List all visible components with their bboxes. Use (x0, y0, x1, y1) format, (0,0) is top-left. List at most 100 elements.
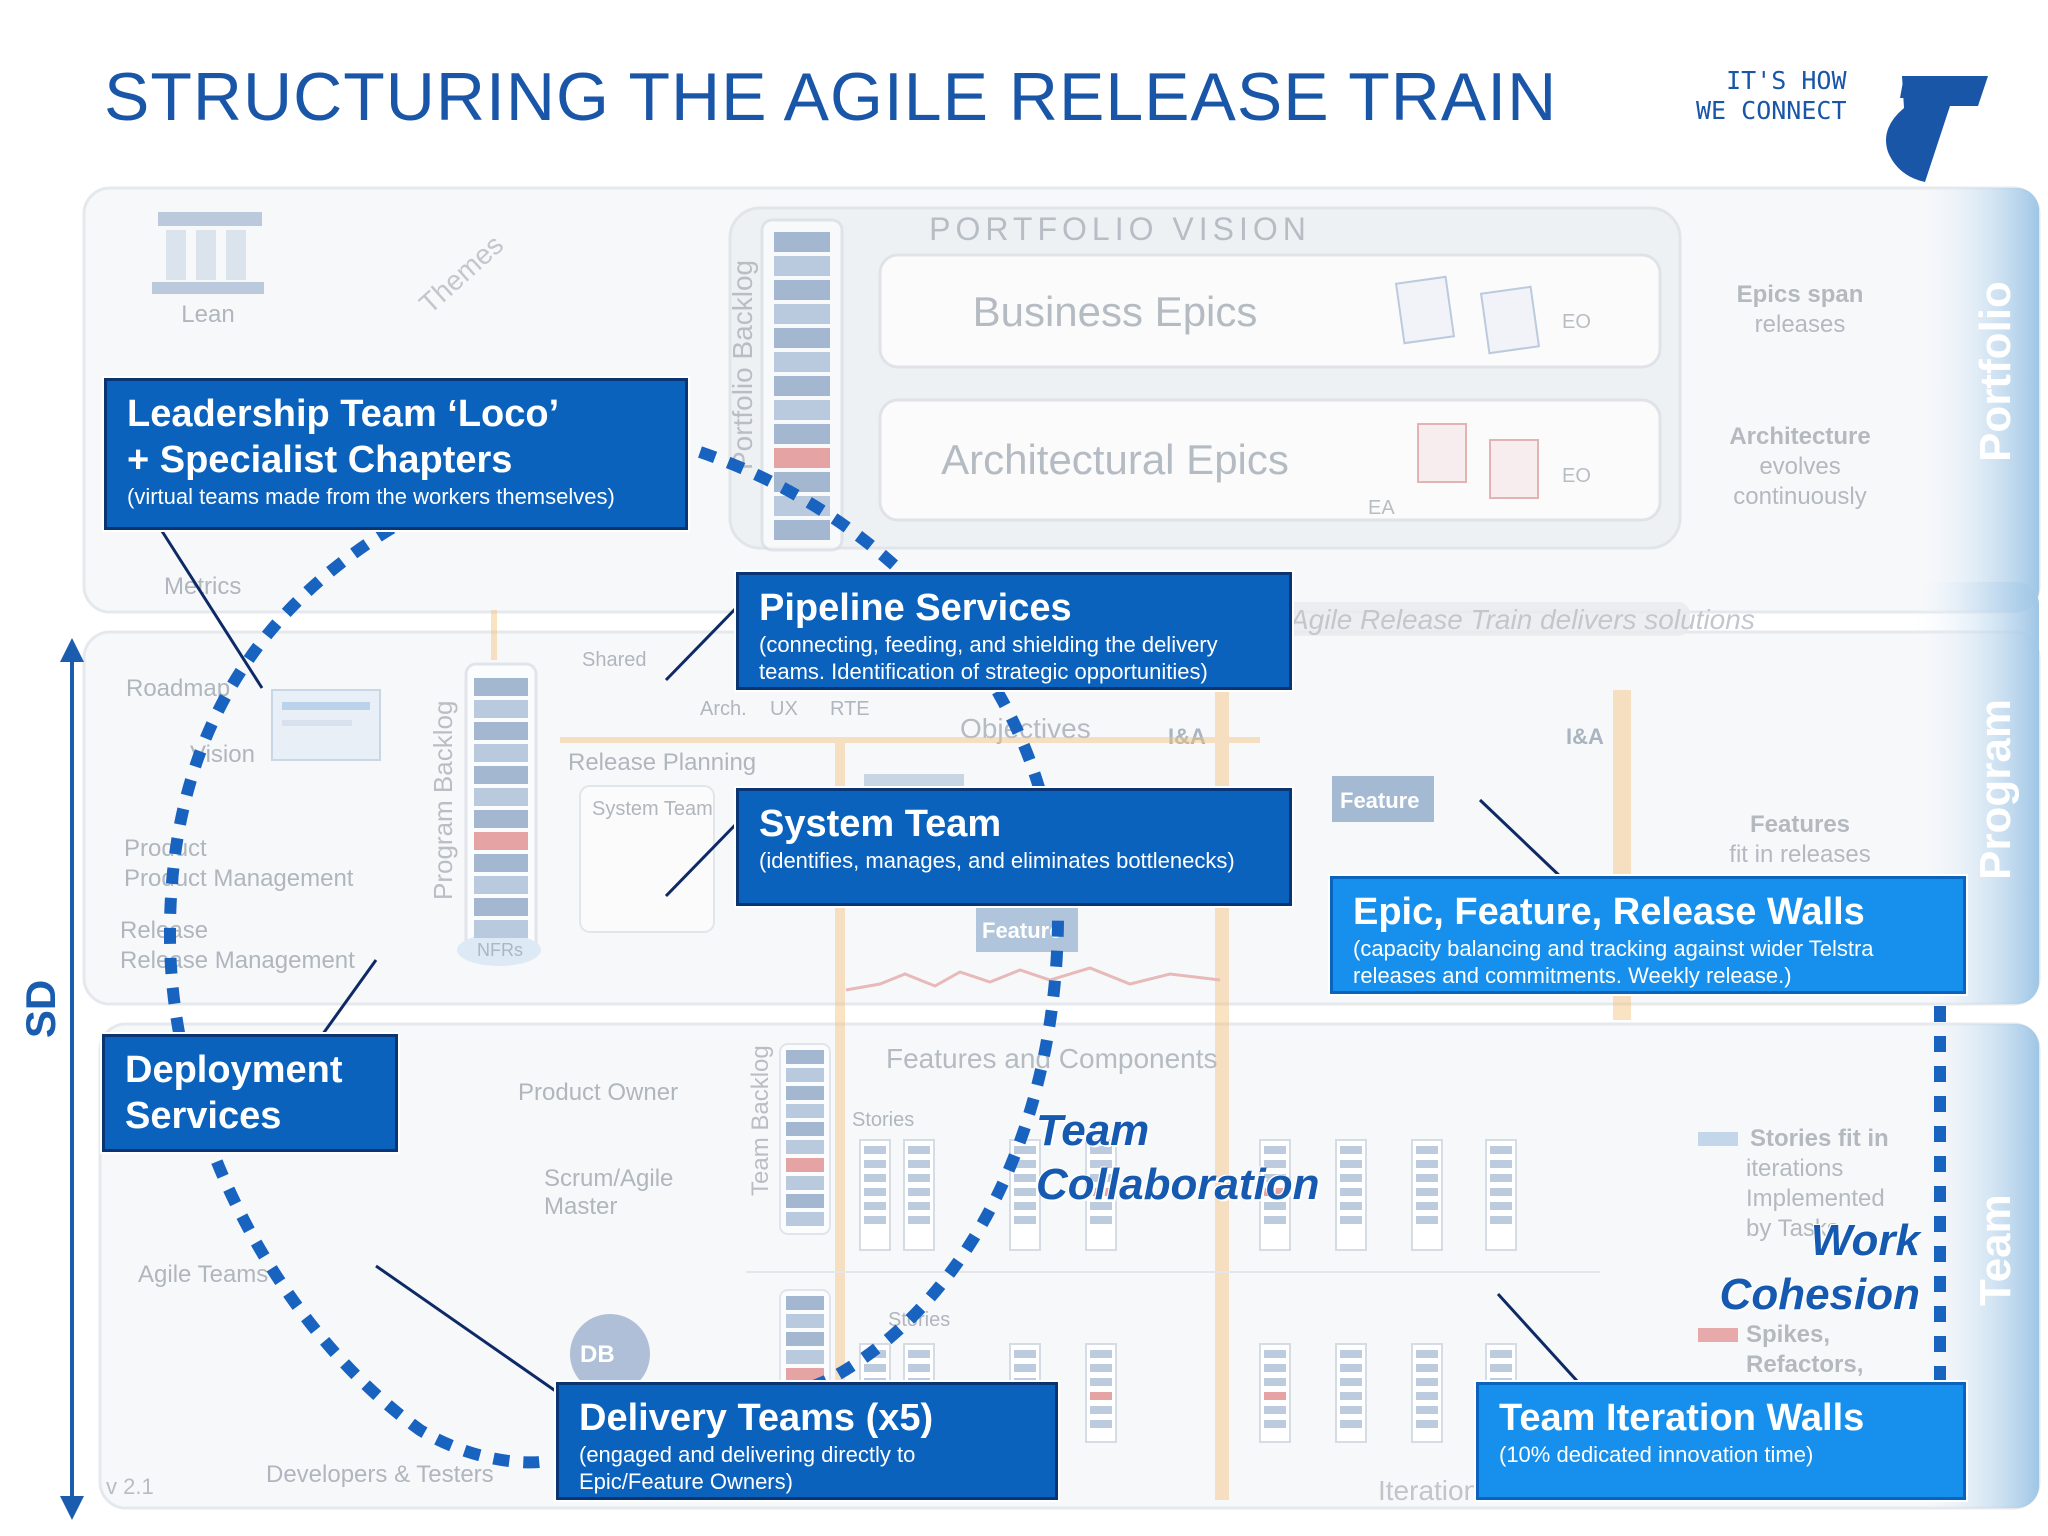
portfolio-backlog-items (774, 232, 830, 540)
story-card (1416, 1174, 1438, 1182)
team-collaboration-line2: Collaboration (1036, 1160, 1320, 1209)
story-card (1416, 1378, 1438, 1386)
story-card (1490, 1146, 1512, 1154)
story-card (1416, 1350, 1438, 1358)
business-epics-label: Business Epics (973, 288, 1258, 335)
story-card (1014, 1146, 1036, 1154)
callout-release-walls: Epic, Feature, Release Walls (capacity b… (1330, 876, 1966, 994)
backlog-item (786, 1350, 824, 1364)
lean-building-icon (152, 212, 264, 294)
callout-walls-sub: (capacity balancing and tracking against… (1353, 936, 1874, 988)
program-nfrs-label: NFRs (477, 940, 523, 960)
story-card (864, 1188, 886, 1196)
backlog-item (474, 920, 528, 938)
story-card (908, 1146, 930, 1154)
stories-fit-line4: by Tasks (1746, 1215, 1839, 1242)
epics-span-line2: releases (1755, 311, 1846, 338)
story-card (1090, 1202, 1112, 1210)
story-card (1340, 1160, 1362, 1168)
backlog-item (474, 788, 528, 806)
backlog-item (786, 1122, 824, 1136)
story-card (1264, 1174, 1286, 1182)
backlog-item (786, 1176, 824, 1190)
callout-iteration-walls: Team Iteration Walls (10% dedicated inno… (1476, 1382, 1966, 1500)
backlog-item (774, 280, 830, 300)
product-management-label: Product Management (124, 865, 354, 892)
story-card (1416, 1146, 1438, 1154)
callout-delivery-title: Delivery Teams (x5) (579, 1397, 934, 1439)
story-card (1340, 1202, 1362, 1210)
story-card (1490, 1160, 1512, 1168)
architectural-epics-label: Architectural Epics (941, 436, 1289, 483)
story-card (1490, 1174, 1512, 1182)
backlog-item (774, 448, 830, 468)
release-planning-label: Release Planning (568, 749, 756, 776)
callout-leadership-sub: (virtual teams made from the workers the… (127, 484, 615, 509)
story-card (1090, 1188, 1112, 1196)
story-card (864, 1174, 886, 1182)
story-card (908, 1188, 930, 1196)
story-card (1264, 1364, 1286, 1372)
backlog-item (774, 424, 830, 444)
backlog-item (786, 1104, 824, 1118)
stories-label-2: Stories (888, 1309, 950, 1331)
story-card (1090, 1420, 1112, 1428)
backlog-item (786, 1140, 824, 1154)
spikes-legend-swatch (1698, 1328, 1738, 1342)
story-card (864, 1202, 886, 1210)
callout-system-team-sub: (identifies, manages, and eliminates bot… (759, 848, 1235, 873)
story-card (864, 1146, 886, 1154)
story-card (1416, 1392, 1438, 1400)
story-card (1416, 1202, 1438, 1210)
architecture-evolves-line3: continuously (1733, 483, 1866, 510)
story-card (1490, 1202, 1512, 1210)
db-icon (570, 1314, 650, 1394)
backlog-item (786, 1158, 824, 1172)
backlog-item (474, 876, 528, 894)
team-backlog-items-1 (786, 1050, 824, 1226)
story-card (1416, 1160, 1438, 1168)
program-backlog-label: Program Backlog (428, 701, 458, 900)
callout-leadership-title-line2: + Specialist Chapters (127, 439, 513, 481)
objectives-label: Objectives (960, 713, 1091, 744)
backlog-item (474, 810, 528, 828)
story-card (1340, 1392, 1362, 1400)
backlog-item (774, 400, 830, 420)
story-card (1014, 1202, 1036, 1210)
backlog-item (474, 678, 528, 696)
story-card (1014, 1188, 1036, 1196)
lean-label: Lean (181, 301, 234, 328)
story-card (1340, 1364, 1362, 1372)
story-card (1264, 1188, 1286, 1196)
story-card (1416, 1364, 1438, 1372)
system-team-box (579, 785, 715, 933)
delivers-solutions-label: Agile Release Train delivers solutions (1288, 604, 1755, 635)
backlog-item (786, 1050, 824, 1064)
shared-label: Shared (582, 649, 647, 671)
story-card (1340, 1420, 1362, 1428)
features-fit-line1: Features (1750, 811, 1850, 838)
story-card (908, 1160, 930, 1168)
tier-label-program: Program (1971, 699, 2020, 880)
backlog-item (774, 352, 830, 372)
callout-walls-title: Epic, Feature, Release Walls (1353, 891, 1865, 933)
callout-system-team: System Team (identifies, manages, and el… (736, 788, 1292, 906)
program-backlog-items (474, 678, 528, 938)
story-card (1014, 1160, 1036, 1168)
page-title: STRUCTURING THE AGILE RELEASE TRAIN (104, 59, 1558, 135)
story-card (1340, 1188, 1362, 1196)
backlog-item (786, 1296, 824, 1310)
stories-fit-line1: Stories fit in (1750, 1125, 1889, 1152)
roadmap-label: Roadmap (126, 675, 230, 702)
story-card (1090, 1160, 1112, 1168)
roadmap-document-icon (271, 689, 381, 761)
rte-label: RTE (830, 698, 870, 720)
story-card (1264, 1160, 1286, 1168)
product-management-line1: Product (124, 835, 207, 862)
epics-span-line1: Epics span (1737, 281, 1864, 308)
telstra-logo-icon (1886, 76, 1988, 182)
work-cohesion-line2: Cohesion (1719, 1270, 1920, 1319)
scrum-master-line1: Scrum/Agile (544, 1165, 673, 1192)
backlog-item (786, 1332, 824, 1346)
story-card (1014, 1174, 1036, 1182)
